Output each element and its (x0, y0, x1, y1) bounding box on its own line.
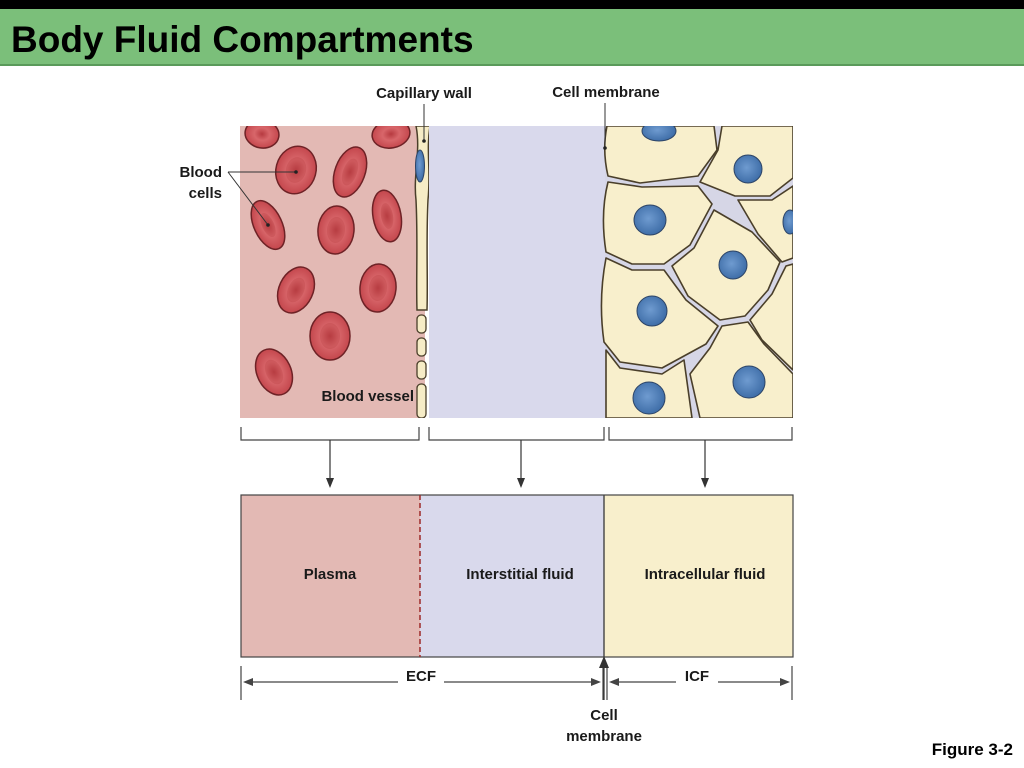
plasma-label: Plasma (304, 566, 357, 583)
cell-membrane-pointer (599, 656, 609, 668)
cell-membrane-top-label: Cell membrane (552, 84, 660, 101)
plasma-compartment (241, 495, 420, 657)
intracellular-fluid-label: Intracellular fluid (645, 566, 766, 583)
capillary-wall (414, 126, 431, 418)
capillary-wall-leader-dot (422, 139, 426, 143)
figure-number: Figure 3-2 (931, 740, 1013, 759)
interstitial-region (429, 126, 605, 418)
compartments-box (240, 494, 794, 658)
intracellular-compartment (604, 495, 793, 657)
icf-label: ICF (685, 668, 709, 685)
ecf-label: ECF (406, 668, 436, 685)
interstitial-compartment (420, 495, 604, 657)
cell-membrane-top-leader-dot (603, 146, 607, 150)
top-rule (0, 0, 1024, 9)
cell-membrane-bottom-label-line2: membrane (566, 728, 642, 745)
blood-cells-leader-dot-1 (294, 170, 298, 174)
page-title: Body Fluid Compartments (11, 19, 474, 60)
interstitial-fluid-label: Interstitial fluid (466, 566, 574, 583)
blood-vessel-label: Blood vessel (321, 388, 414, 405)
span-arrowheads (243, 678, 790, 686)
span-arrows (240, 666, 793, 700)
blood-cells-label-line1: Blood (180, 164, 223, 181)
blood-cells-leader-2 (227, 171, 269, 226)
title-bar: Body Fluid Compartments (0, 9, 1024, 66)
blood-cells-leader-dot-2 (266, 223, 270, 227)
cell-membrane-bottom-label-line1: Cell (590, 707, 618, 724)
region-brackets (240, 427, 793, 441)
tissue-cells (600, 126, 793, 418)
capillary-wall-label: Capillary wall (376, 85, 472, 102)
blood-cells-label-line2: cells (189, 185, 222, 202)
down-arrows (326, 440, 709, 488)
